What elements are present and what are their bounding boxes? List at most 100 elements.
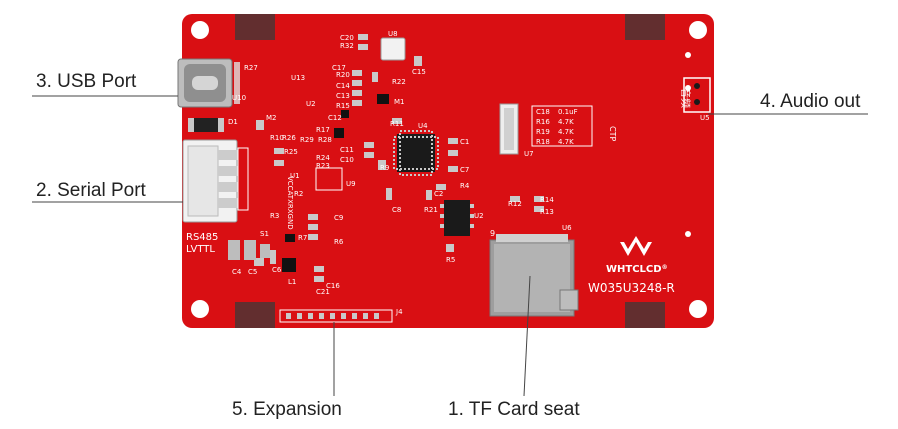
- svg-text:C11: C11: [340, 146, 354, 154]
- svg-text:C15: C15: [412, 68, 426, 76]
- svg-text:C13: C13: [336, 92, 350, 100]
- u2-chip: [444, 200, 470, 236]
- svg-text:R14: R14: [540, 196, 554, 204]
- svg-text:R13: R13: [540, 208, 554, 216]
- brand-name: WHTCLCD®: [606, 264, 668, 275]
- lvttl-label: LVTTL: [186, 244, 215, 255]
- svg-text:C9: C9: [334, 214, 343, 222]
- svg-text:M2: M2: [266, 114, 277, 122]
- svg-text:R2: R2: [294, 190, 303, 198]
- svg-text:C4: C4: [232, 268, 242, 276]
- fpc-tab: [235, 14, 275, 40]
- svg-text:R20: R20: [336, 71, 350, 79]
- whtclcd-logo: [620, 236, 652, 256]
- svg-text:R27: R27: [244, 64, 258, 72]
- svg-text:R16: R16: [536, 118, 550, 126]
- svg-text:C21: C21: [316, 288, 330, 296]
- mounting-hole: [689, 21, 707, 39]
- svg-text:U5: U5: [700, 114, 710, 122]
- svg-text:R17: R17: [316, 126, 330, 134]
- svg-text:R12: R12: [508, 200, 522, 208]
- svg-text:U7: U7: [524, 150, 534, 158]
- svg-text:R21: R21: [424, 206, 438, 214]
- callout-leaders: [32, 95, 868, 397]
- mounting-hole: [191, 21, 209, 39]
- svg-text:R4: R4: [460, 182, 470, 190]
- svg-text:C18: C18: [536, 108, 550, 116]
- svg-text:U6: U6: [562, 224, 572, 232]
- svg-text:L1: L1: [288, 278, 296, 286]
- tf-card-seat-label: 1. TF Card seat: [448, 399, 580, 420]
- serial-port-component: [182, 139, 249, 223]
- svg-text:R26: R26: [282, 134, 296, 142]
- silkscreen-text: C20 R32 U8 C15 U13 R20 C17 R22 C14 C13 R…: [186, 30, 710, 316]
- svg-text:C12: C12: [328, 114, 342, 122]
- tf-card-slot: [489, 234, 579, 317]
- svg-text:R6: R6: [334, 238, 344, 246]
- svg-text:4.7K: 4.7K: [558, 118, 574, 126]
- svg-text:R23: R23: [316, 162, 330, 170]
- svg-text:0.1uF: 0.1uF: [558, 108, 578, 116]
- svg-text:C2: C2: [434, 190, 443, 198]
- svg-text:C14: C14: [336, 82, 350, 90]
- expansion-header: [279, 309, 393, 323]
- svg-text:R32: R32: [340, 42, 354, 50]
- svg-text:R7: R7: [298, 234, 307, 242]
- svg-text:U4: U4: [418, 122, 428, 130]
- svg-text:J4: J4: [395, 308, 403, 316]
- svg-text:C7: C7: [460, 166, 469, 174]
- svg-text:S1: S1: [260, 230, 269, 238]
- fpc-tab: [625, 302, 665, 328]
- passive-pads: [254, 34, 544, 282]
- model-number: W035U3248-R: [588, 281, 675, 295]
- svg-text:C5: C5: [248, 268, 257, 276]
- serial-port-label: 2. Serial Port: [36, 180, 146, 201]
- svg-text:4.7K: 4.7K: [558, 128, 574, 136]
- fpc-tab: [625, 14, 665, 40]
- svg-text:9: 9: [490, 229, 495, 238]
- audio-out-component: [683, 77, 711, 113]
- u8-chip: [380, 37, 406, 61]
- mounting-hole: [689, 300, 707, 318]
- expansion-label: 5. Expansion: [232, 399, 342, 420]
- svg-text:R25: R25: [284, 148, 298, 156]
- svg-text:M1: M1: [394, 98, 405, 106]
- svg-text:U2: U2: [306, 100, 316, 108]
- svg-text:CTP: CTP: [608, 126, 617, 141]
- svg-text:R3: R3: [270, 212, 279, 220]
- svg-text:R29: R29: [300, 136, 314, 144]
- mcu-chip: [397, 134, 435, 172]
- svg-text:R15: R15: [336, 102, 350, 110]
- audio-out-label: 4. Audio out: [760, 91, 861, 112]
- svg-text:C6: C6: [272, 266, 282, 274]
- svg-text:U10: U10: [232, 94, 246, 102]
- audio-chinese-label: 音频: [679, 88, 692, 108]
- svg-text:C10: C10: [340, 156, 354, 164]
- svg-text:R5: R5: [446, 256, 455, 264]
- svg-text:C17: C17: [332, 64, 346, 72]
- ctp-resistor-table: [531, 105, 593, 147]
- leader-tf-card: [523, 275, 531, 397]
- svg-text:U8: U8: [388, 30, 398, 38]
- rs485-label: RS485: [186, 232, 218, 243]
- svg-text:VCCATXRXGND: VCCATXRXGND: [286, 176, 294, 230]
- svg-text:4.7K: 4.7K: [558, 138, 574, 146]
- svg-text:R11: R11: [390, 120, 404, 128]
- usb-port-label: 3. USB Port: [36, 71, 137, 92]
- ctp-connector: [499, 103, 519, 155]
- svg-text:U2: U2: [474, 212, 484, 220]
- usb-port-component: [177, 58, 240, 108]
- svg-text:R18: R18: [536, 138, 550, 146]
- svg-text:U9: U9: [346, 180, 356, 188]
- svg-text:C8: C8: [392, 206, 401, 214]
- d1-diode: [193, 118, 219, 132]
- svg-text:R28: R28: [318, 136, 332, 144]
- svg-text:C1: C1: [460, 138, 469, 146]
- mounting-hole: [191, 300, 209, 318]
- svg-text:D1: D1: [228, 118, 238, 126]
- svg-text:R22: R22: [392, 78, 406, 86]
- svg-text:C16: C16: [326, 282, 340, 290]
- svg-text:U1: U1: [290, 172, 300, 180]
- svg-text:U13: U13: [291, 74, 305, 82]
